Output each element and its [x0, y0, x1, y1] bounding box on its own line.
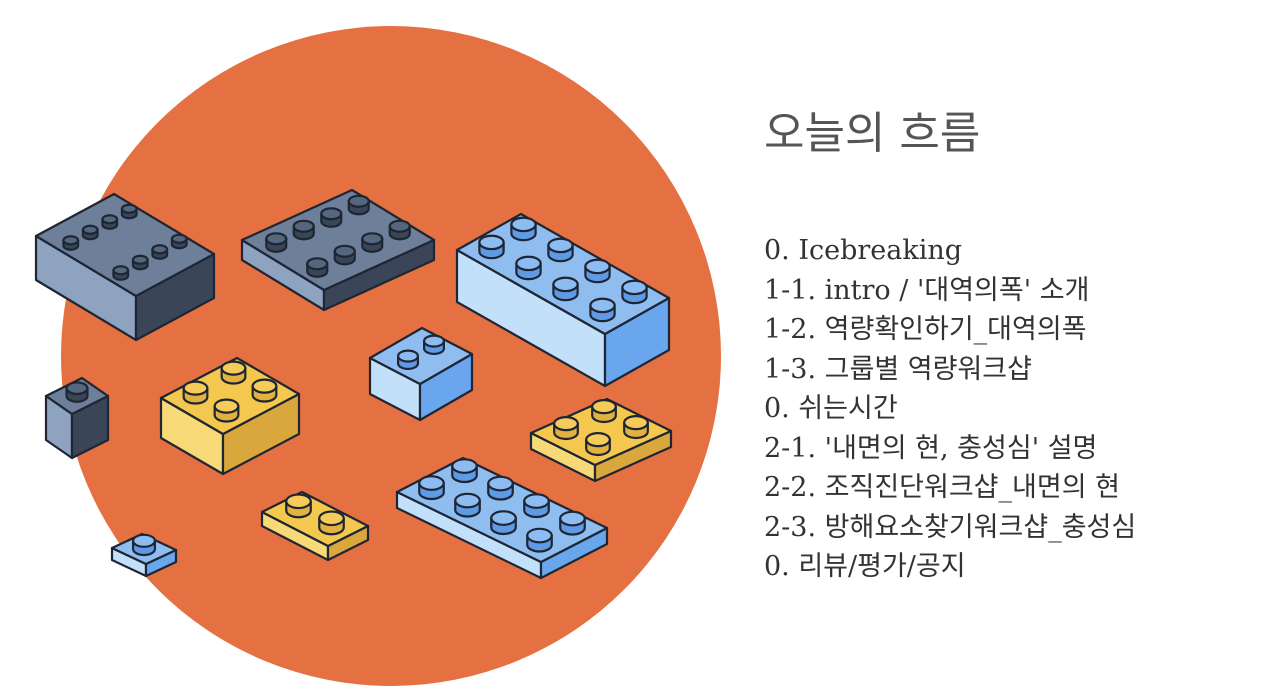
lego-stud [131, 254, 149, 271]
lego-stud [547, 237, 574, 263]
lego-stud [318, 510, 345, 536]
lego-stud [559, 510, 586, 536]
lego-stud [490, 510, 517, 536]
lego-stud [510, 216, 537, 242]
agenda-item: 2-2. 조직진단워크샵_내면의 현 [764, 472, 1120, 503]
brick-dark-small [44, 376, 110, 460]
brick-yellow-square [159, 356, 301, 476]
agenda-item: 0. Icebreaking [764, 235, 963, 266]
agenda-item: 1-2. 역량확인하기_대역의폭 [764, 314, 1087, 345]
agenda-item: 0. 쉬는시간 [764, 393, 898, 424]
lego-stud [81, 224, 99, 241]
lego-stud [361, 232, 384, 253]
agenda-list: 0. Icebreaking 1-1. intro / '대역의폭' 소개 1-… [764, 231, 1136, 587]
brick-blue-medium [368, 326, 474, 422]
brick-dark-large [34, 192, 216, 342]
lego-stud [515, 255, 542, 281]
lego-stud [285, 493, 312, 519]
lego-stud [418, 475, 445, 501]
lego-stud [585, 432, 611, 456]
lego-stud [306, 257, 329, 278]
agenda-item: 0. 리뷰/평가/공지 [764, 551, 966, 582]
lego-stud [487, 475, 514, 501]
lego-stud [526, 527, 553, 553]
lego-stud [347, 194, 370, 216]
lego-stud [396, 349, 420, 370]
lego-stud [422, 334, 446, 355]
lego-stud [62, 235, 80, 251]
brick-yellow-small [260, 490, 370, 562]
brick-blue-flat [395, 456, 609, 580]
lego-stud [553, 416, 579, 440]
brick-yellow-flat [529, 397, 673, 483]
lego-stud [591, 399, 617, 423]
lego-stud [65, 381, 89, 403]
lego-stud [182, 380, 209, 405]
lego-stud [623, 415, 649, 439]
lego-stud [589, 297, 616, 323]
lego-stud [451, 458, 478, 484]
brick-blue-long [455, 212, 671, 388]
agenda-item: 2-3. 방해요소찾기워크샵_충성심 [764, 511, 1137, 543]
lego-stud [265, 232, 288, 253]
lego-stud [170, 233, 188, 250]
lego-stud [584, 258, 611, 284]
lego-stud [320, 207, 343, 228]
agenda-item: 1-1. intro / '대역의폭' 소개 [764, 274, 1090, 306]
lego-stud [131, 533, 157, 557]
lego-stud [388, 219, 411, 241]
lego-bricks-illustration [34, 26, 721, 686]
brick-blue-tiny [110, 532, 178, 578]
lego-stud [478, 234, 505, 260]
lego-stud [454, 492, 481, 518]
brick-dark-flat [240, 188, 436, 312]
lego-stud [213, 398, 240, 423]
page-title: 오늘의 흐름 [764, 108, 981, 159]
lego-stud [151, 244, 169, 260]
lego-stud [333, 244, 356, 266]
lego-stud [120, 203, 138, 220]
lego-stud [101, 214, 119, 230]
lego-stud [251, 378, 278, 403]
agenda-item: 2-1. '내면의 현, 충성심' 설명 [764, 432, 1098, 464]
lego-stud [523, 493, 550, 519]
lego-stud [292, 219, 315, 241]
agenda-item: 1-3. 그룹별 역량워크샵 [764, 353, 1032, 385]
lego-stud [220, 360, 247, 385]
lego-stud [552, 276, 579, 302]
lego-stud [621, 279, 648, 305]
lego-stud [112, 265, 130, 281]
